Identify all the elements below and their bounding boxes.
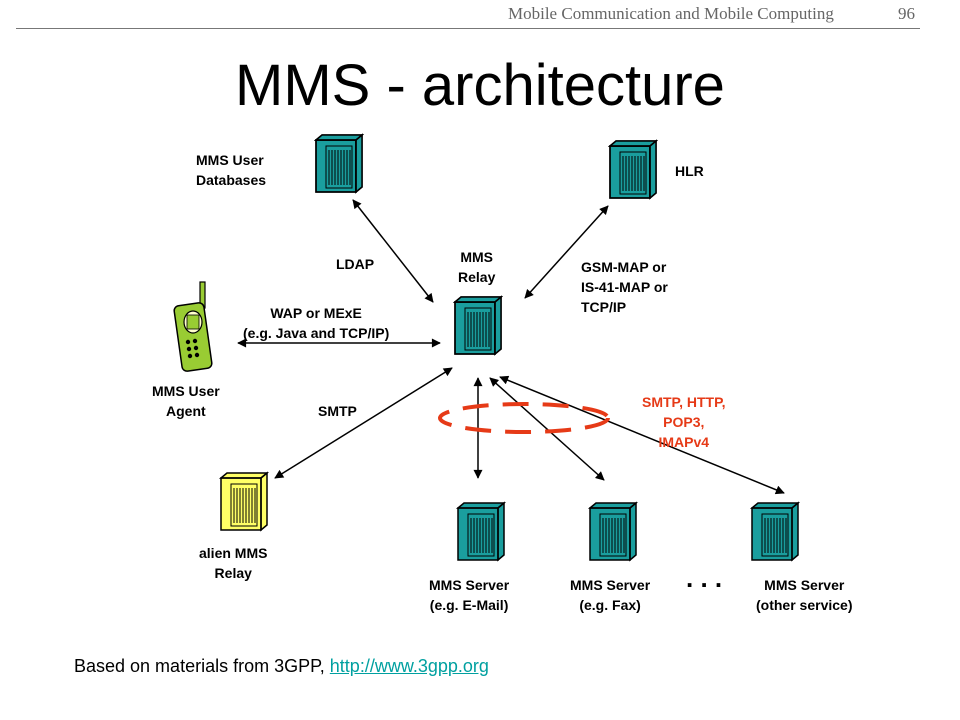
gsm-map-label: GSM-MAP or IS-41-MAP or TCP/IP (581, 259, 668, 315)
gsm-map-arrow (524, 205, 609, 299)
user-databases-label: MMS User Databases (196, 152, 267, 188)
server-protocols-label: SMTP, HTTP, POP3, IMAPv4 (642, 394, 726, 450)
course-title: Mobile Communication and Mobile Computin… (508, 4, 834, 23)
fax-server-icon (589, 502, 637, 561)
user-databases-server-icon (315, 134, 363, 193)
ldap-arrow (352, 199, 434, 303)
hlr-label: HLR (675, 163, 704, 179)
email-server-label: MMS Server (e.g. E-Mail) (429, 577, 510, 613)
mobile-phone-icon (173, 281, 213, 372)
relay-other-arrow (499, 375, 785, 495)
alien-relay-label: alien MMS Relay (199, 545, 268, 581)
more-servers-ellipsis: . . . (686, 563, 723, 593)
hlr-server-icon (609, 140, 657, 199)
3gpp-link[interactable]: http://www.3gpp.org (329, 656, 489, 676)
page-number: 96 (898, 4, 915, 23)
slide-title: MMS - architecture (235, 53, 725, 118)
slide-header: Mobile Communication and Mobile Computin… (0, 4, 960, 29)
other-service-server-icon (751, 502, 799, 561)
server-protocols-ellipse (438, 402, 610, 434)
wap-label: WAP or MExE (e.g. Java and TCP/IP) (243, 305, 390, 341)
other-server-label: MMS Server (other service) (756, 577, 853, 613)
email-server-icon (457, 502, 505, 561)
footer-text: Based on materials from 3GPP, (74, 656, 330, 676)
header-rule (16, 28, 920, 29)
ldap-label: LDAP (336, 256, 375, 272)
mms-relay-server-icon (454, 296, 502, 355)
smtp-label: SMTP (318, 403, 357, 419)
fax-server-label: MMS Server (e.g. Fax) (570, 577, 651, 613)
alien-relay-server-icon (220, 472, 268, 531)
smtp-arrow (274, 367, 453, 479)
relay-label: MMS Relay (458, 249, 496, 285)
footer-source: Based on materials from 3GPP, http://www… (74, 656, 489, 677)
user-agent-label: MMS User Agent (152, 383, 220, 419)
